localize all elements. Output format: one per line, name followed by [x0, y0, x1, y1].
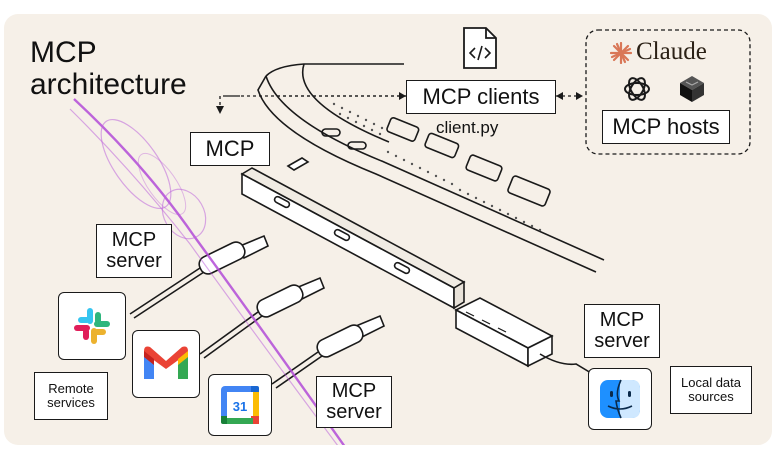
- hosts-frame: [585, 29, 751, 155]
- calendar-icon: 31: [221, 386, 259, 424]
- calendar-tile: 31: [208, 374, 272, 436]
- mcp-server-box-remote: MCP server: [96, 224, 172, 278]
- gmail-icon: [144, 346, 188, 379]
- speaker-grill: [332, 102, 542, 232]
- slack-icon: [74, 308, 110, 344]
- diagram-lines: [69, 29, 751, 445]
- usb-c-cables: [129, 234, 386, 389]
- dashed-connectors: [219, 95, 578, 110]
- title-line-2: architecture: [30, 68, 187, 101]
- claude-logo-icon: [610, 42, 632, 64]
- keyboard-keys: [321, 116, 551, 207]
- cube-logo-icon: [680, 76, 704, 102]
- diagram-canvas: MCP architecture MCP clients client.py M…: [4, 14, 772, 445]
- mcp-clients-box: MCP clients: [406, 80, 556, 114]
- mcp-hosts-box: MCP hosts: [602, 110, 730, 144]
- usb-plug: [454, 297, 597, 377]
- mcp-server-box-calendar: MCP server: [316, 376, 392, 428]
- finder-tile: [588, 368, 652, 430]
- mcp-server-box-local: MCP server: [584, 304, 660, 358]
- purple-overlay: [69, 98, 346, 445]
- remote-services-box: Remote services: [34, 372, 108, 420]
- calendar-day-number: 31: [233, 399, 247, 414]
- local-data-sources-box: Local data sources: [670, 366, 752, 414]
- arrow-heads: [216, 92, 583, 114]
- claude-wordmark: Claude: [636, 38, 707, 65]
- mcp-box: MCP: [190, 132, 270, 166]
- title-line-1: MCP: [30, 36, 97, 69]
- code-file-icon: [463, 27, 497, 69]
- slack-tile: [58, 292, 126, 360]
- finder-icon: [600, 379, 640, 419]
- gmail-tile: [132, 330, 200, 398]
- client-file-label: client.py: [436, 118, 499, 137]
- openai-logo-icon: [624, 77, 650, 101]
- usb-hub: [240, 157, 466, 310]
